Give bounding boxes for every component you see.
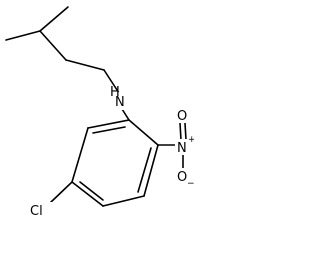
ring-bond-5 (143, 144, 159, 197)
ring-bond-1 (87, 119, 130, 129)
nitro-o-right-charge: − (187, 179, 194, 189)
bond-nitro-o-top-double (184, 122, 187, 141)
bond-ring-cl (49, 181, 73, 204)
nitro-o-right-label: O (177, 170, 187, 185)
nitro-n-charge: + (188, 135, 194, 145)
ring-bond-4 (102, 195, 145, 207)
bond-methyl-top (39, 6, 69, 32)
ring-bond-2 (71, 127, 89, 183)
ring-double-1 (92, 126, 126, 134)
bond-ch-ch2 (39, 30, 67, 61)
cl-label-bg (28, 202, 52, 219)
nitro-o-right-bg (176, 168, 190, 184)
nitro-n-label: N (177, 141, 187, 156)
amine-h-label: H (110, 85, 120, 100)
amine-n-label: N (115, 95, 125, 110)
bond-ch2-n (103, 69, 120, 94)
ring-double-2 (79, 181, 104, 201)
bond-methyl-left (5, 30, 41, 41)
nitro-n-bg (175, 139, 191, 155)
ring-double-3 (137, 147, 152, 193)
bond-n-ring (121, 108, 130, 121)
bond-nitro-o-top (179, 122, 182, 141)
nitro-o-top-bg (176, 107, 190, 123)
nh-label-bg (110, 92, 130, 110)
bond-ch2-ch2 (65, 59, 105, 71)
ring-bond-6 (128, 119, 159, 146)
structure-diagram: N H N + O O − Cl (5, 6, 194, 219)
ring-bond-3 (71, 181, 104, 207)
chlorine-label: Cl (30, 204, 43, 219)
nitro-o-top-label: O (177, 109, 187, 124)
